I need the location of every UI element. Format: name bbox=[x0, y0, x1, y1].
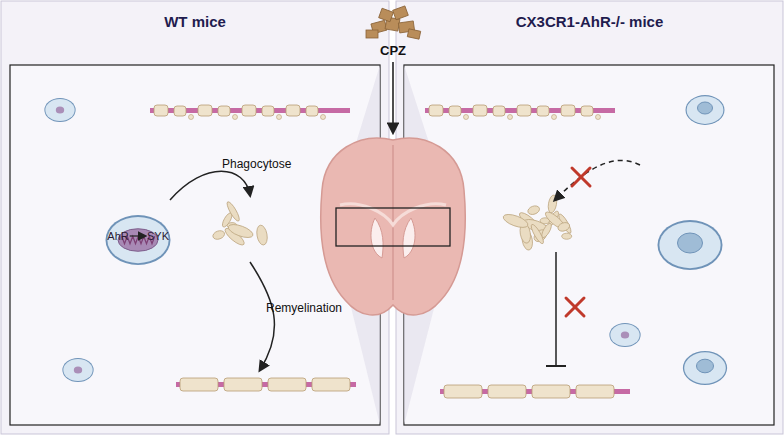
myelin-segment bbox=[150, 105, 350, 120]
brain-section bbox=[321, 138, 466, 315]
myelin-debris bbox=[227, 222, 255, 240]
myelin-debris bbox=[557, 221, 571, 233]
activation-arrow bbox=[130, 235, 145, 236]
microglia bbox=[683, 351, 727, 385]
block-cross bbox=[566, 168, 590, 316]
myelin-segment bbox=[176, 378, 356, 391]
gene-label: AhR bbox=[107, 230, 128, 242]
microglia bbox=[44, 98, 75, 122]
myelin-debris bbox=[527, 204, 541, 216]
panel-title: CX3CR1-AhR-/- mice bbox=[396, 1, 783, 30]
process-label: Remyelination bbox=[266, 301, 342, 315]
panel: WT mice bbox=[1, 1, 389, 61]
cpz-pellets bbox=[366, 6, 421, 39]
myelin-segment bbox=[440, 385, 630, 398]
microglia bbox=[609, 323, 640, 347]
panel-title: WT mice bbox=[1, 1, 389, 30]
agent-label: CPZ bbox=[380, 43, 406, 58]
gene-label: SYK bbox=[147, 230, 169, 242]
blocked-arrow bbox=[555, 160, 640, 200]
myelin-debris bbox=[502, 212, 530, 230]
myelin-debris bbox=[547, 194, 558, 213]
panel: CX3CR1-AhR-/- mice bbox=[396, 1, 783, 61]
myelin-segment bbox=[425, 105, 615, 120]
remyelination-arrow bbox=[250, 262, 274, 370]
microglia bbox=[106, 215, 171, 265]
myelin-debris bbox=[225, 200, 241, 222]
inhibition-line bbox=[555, 252, 557, 365]
myelin-debris bbox=[212, 229, 226, 241]
process-label: Phagocytose bbox=[222, 157, 291, 171]
myelin-debris bbox=[255, 224, 268, 245]
phagocytosis-arrow bbox=[170, 171, 250, 200]
myelin-debris bbox=[529, 223, 545, 245]
microglia bbox=[686, 95, 725, 125]
inhibition-bar bbox=[546, 365, 566, 367]
cpz-arrow bbox=[392, 62, 394, 132]
microglia bbox=[658, 220, 723, 270]
myelin-debris bbox=[562, 233, 572, 239]
microglia bbox=[62, 358, 93, 382]
